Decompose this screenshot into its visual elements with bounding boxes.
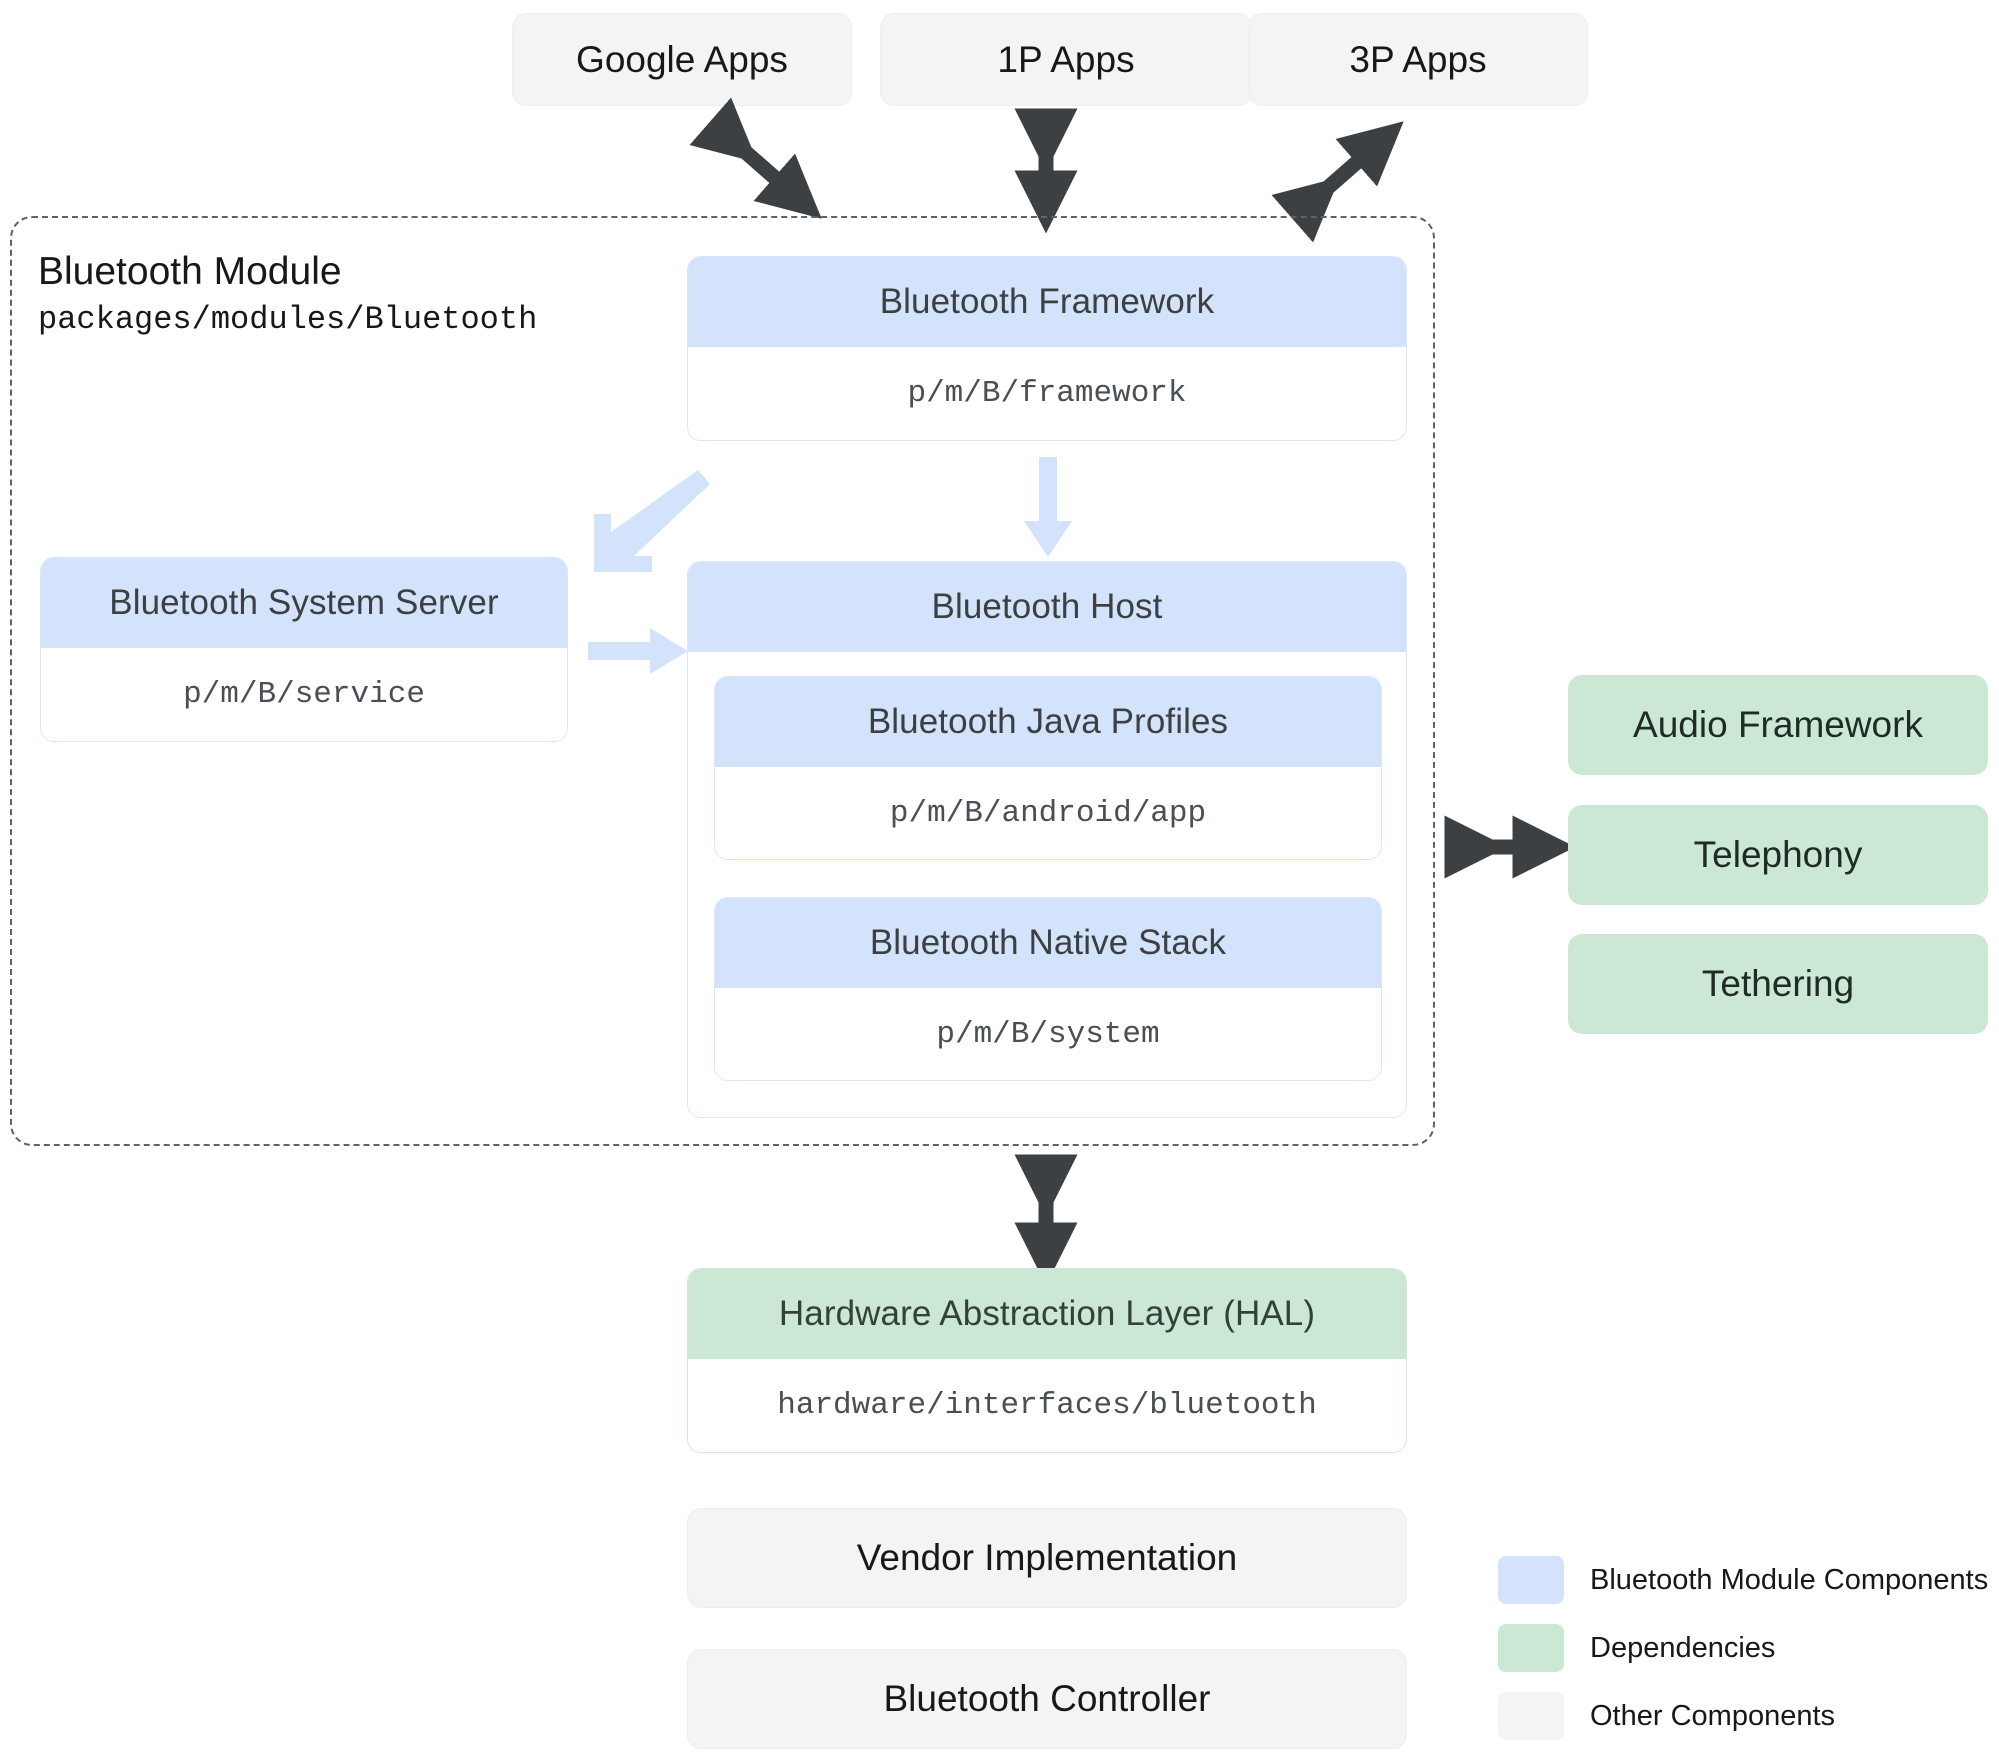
other-component-bluetooth-controller[interactable]: Bluetooth Controller: [687, 1649, 1407, 1749]
dependency-box-tethering[interactable]: Tethering: [1568, 934, 1988, 1034]
legend-label: Dependencies: [1590, 1631, 1776, 1664]
bluetooth-native-stack-title: Bluetooth Native Stack: [715, 898, 1381, 988]
legend-swatch-blue: [1498, 1556, 1564, 1604]
app-box-label: 1P Apps: [997, 38, 1135, 80]
app-box-label: Google Apps: [576, 38, 788, 80]
system-server-to-host-arrow: [588, 625, 690, 677]
legend-label: Other Components: [1590, 1699, 1836, 1732]
bluetooth-framework-title: Bluetooth Framework: [688, 257, 1406, 347]
bluetooth-framework-card[interactable]: Bluetooth Framework p/m/B/framework: [687, 256, 1407, 441]
other-component-label: Vendor Implementation: [856, 1537, 1238, 1578]
dependency-label: Telephony: [1693, 834, 1863, 875]
bluetooth-java-profiles-card[interactable]: Bluetooth Java Profiles p/m/B/android/ap…: [714, 676, 1382, 860]
bluetooth-module-path: packages/modules/Bluetooth: [38, 301, 538, 338]
framework-to-host-arrow: [1020, 457, 1076, 563]
app-box-label: 3P Apps: [1349, 38, 1487, 80]
bluetooth-java-profiles-title: Bluetooth Java Profiles: [715, 677, 1381, 767]
bluetooth-system-server-title: Bluetooth System Server: [41, 558, 567, 648]
3p-apps-connector-arrow: [1271, 121, 1404, 243]
legend-swatch-gray: [1498, 1692, 1564, 1740]
bluetooth-module-boundary: [10, 216, 1435, 1146]
app-box-1p-apps[interactable]: 1P Apps: [880, 13, 1252, 106]
module-to-hal-arrow: [1014, 1154, 1078, 1286]
bluetooth-system-server-path: p/m/B/service: [41, 648, 567, 741]
bluetooth-native-stack-path: p/m/B/system: [715, 988, 1381, 1080]
app-box-3p-apps[interactable]: 3P Apps: [1248, 13, 1588, 106]
bluetooth-framework-path: p/m/B/framework: [688, 347, 1406, 440]
app-box-google-apps[interactable]: Google Apps: [512, 13, 852, 106]
bluetooth-native-stack-card[interactable]: Bluetooth Native Stack p/m/B/system: [714, 897, 1382, 1081]
hal-title: Hardware Abstraction Layer (HAL): [688, 1269, 1406, 1359]
bluetooth-java-profiles-path: p/m/B/android/app: [715, 767, 1381, 859]
legend-item-dependencies: Dependencies: [1498, 1624, 1988, 1672]
1p-apps-connector-arrow: [1014, 108, 1078, 234]
dependency-label: Audio Framework: [1633, 704, 1923, 745]
bluetooth-system-server-card[interactable]: Bluetooth System Server p/m/B/service: [40, 557, 568, 742]
dependency-label: Tethering: [1701, 963, 1855, 1004]
hal-card[interactable]: Hardware Abstraction Layer (HAL) hardwar…: [687, 1268, 1407, 1453]
other-component-vendor-implementation[interactable]: Vendor Implementation: [687, 1508, 1407, 1608]
legend-item-module-components: Bluetooth Module Components: [1498, 1556, 1988, 1604]
legend-label: Bluetooth Module Components: [1590, 1563, 1989, 1596]
bluetooth-module-title: Bluetooth Module: [38, 250, 342, 293]
host-to-dependencies-arrow: [1444, 815, 1576, 879]
hal-path: hardware/interfaces/bluetooth: [688, 1359, 1406, 1452]
dependency-box-telephony[interactable]: Telephony: [1568, 805, 1988, 905]
dependency-box-audio-framework[interactable]: Audio Framework: [1568, 675, 1988, 775]
legend-swatch-green: [1498, 1624, 1564, 1672]
bluetooth-host-title: Bluetooth Host: [688, 562, 1406, 652]
legend: Bluetooth Module Components Dependencies…: [1498, 1556, 1988, 1760]
bluetooth-host-card[interactable]: Bluetooth Host Bluetooth Java Profiles p…: [687, 561, 1407, 1118]
google-apps-connector-arrow: [689, 97, 822, 219]
framework-to-system-server-arrow: [586, 462, 710, 572]
other-component-label: Bluetooth Controller: [883, 1678, 1211, 1719]
legend-item-other-components: Other Components: [1498, 1692, 1988, 1740]
